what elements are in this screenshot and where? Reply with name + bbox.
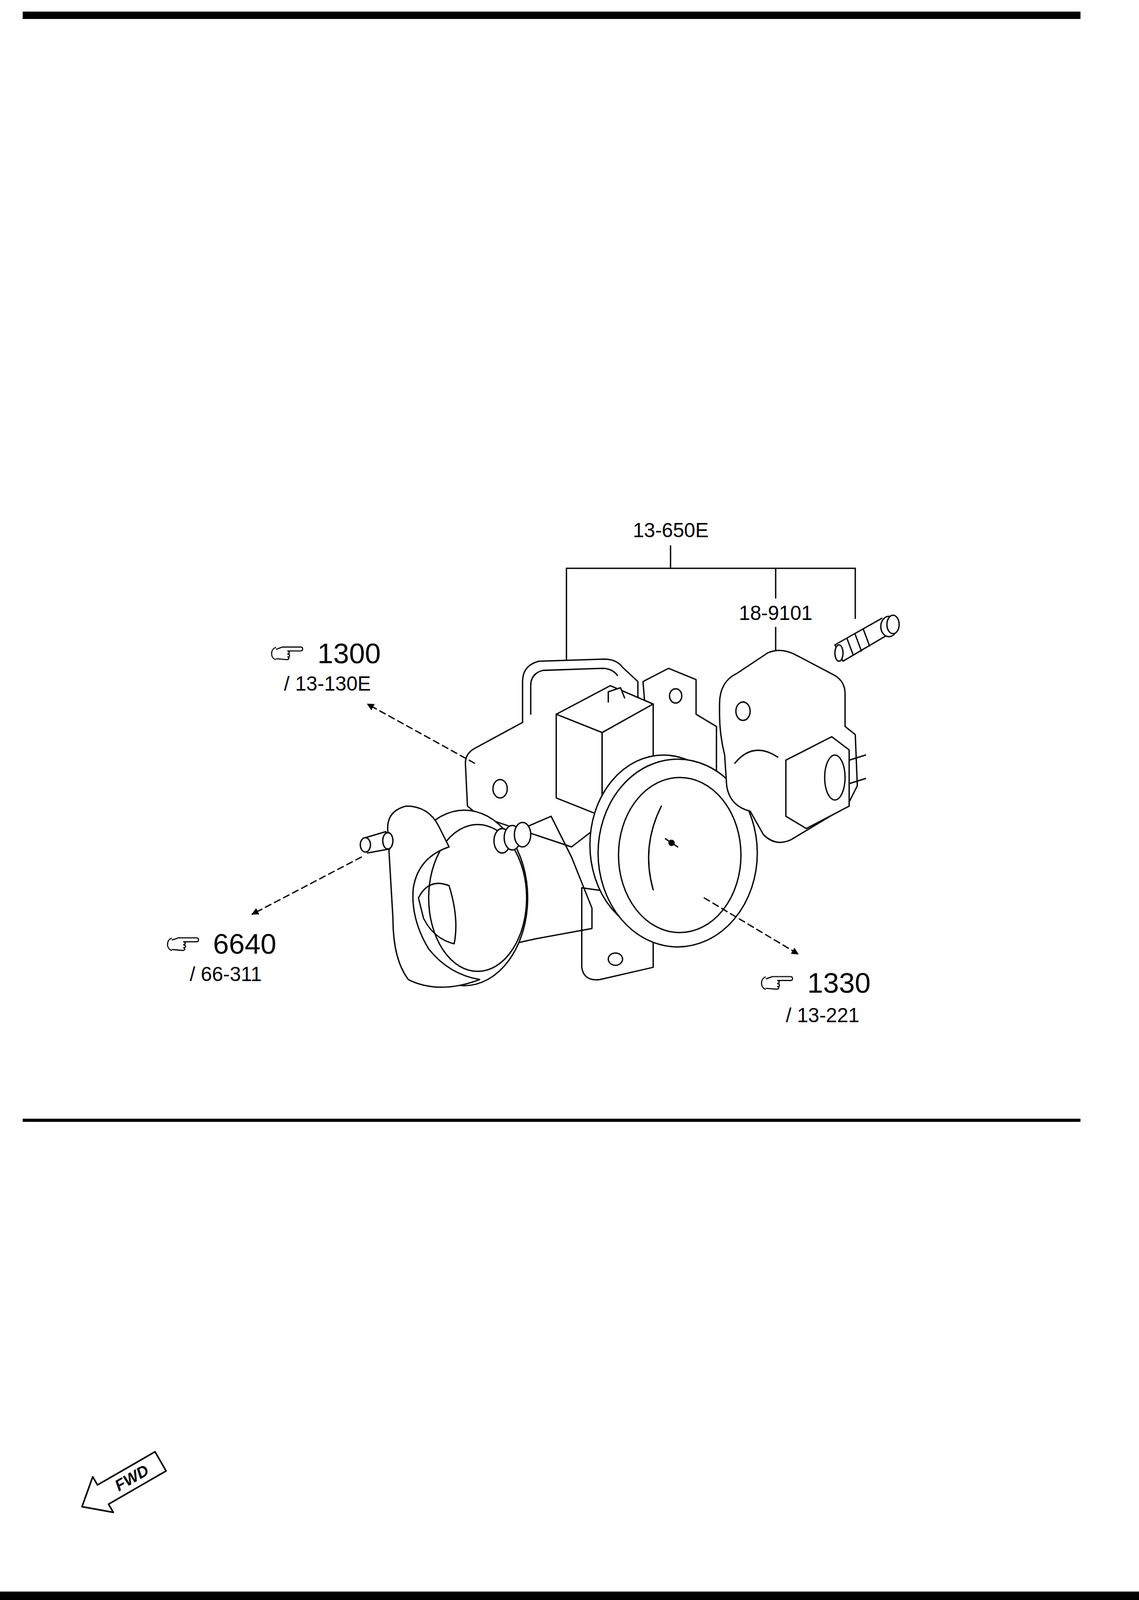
part-number: 18-9101 bbox=[738, 603, 813, 624]
reference-code: / 66-311 bbox=[189, 964, 263, 985]
pointing-hand-icon bbox=[761, 977, 793, 990]
pointing-hand-icon bbox=[271, 647, 303, 660]
reference-arrow bbox=[252, 857, 362, 915]
arrow-shape bbox=[71, 1443, 171, 1525]
pointing-hand-icon bbox=[167, 938, 199, 951]
throttle-lever bbox=[360, 806, 592, 988]
forward-arrow: FWD bbox=[68, 1440, 175, 1529]
bolt-hole bbox=[669, 688, 682, 703]
reference-code: / 13-221 bbox=[785, 1005, 859, 1026]
bottom-rule bbox=[0, 1591, 1139, 1600]
part-number: 13-650E bbox=[632, 520, 709, 541]
reference-arrow bbox=[367, 703, 475, 764]
reference-arrow bbox=[703, 898, 798, 954]
reference-code: / 13-130E bbox=[284, 673, 372, 694]
reference-number: 1330 bbox=[807, 968, 871, 998]
screw bbox=[834, 615, 900, 662]
throttle-position-sensor bbox=[719, 650, 866, 843]
reference-number: 6640 bbox=[213, 929, 277, 959]
reference-number: 1300 bbox=[317, 639, 381, 668]
top-rule bbox=[22, 11, 1081, 19]
bolt-hole bbox=[608, 953, 623, 966]
middle-rule bbox=[22, 1118, 1081, 1123]
